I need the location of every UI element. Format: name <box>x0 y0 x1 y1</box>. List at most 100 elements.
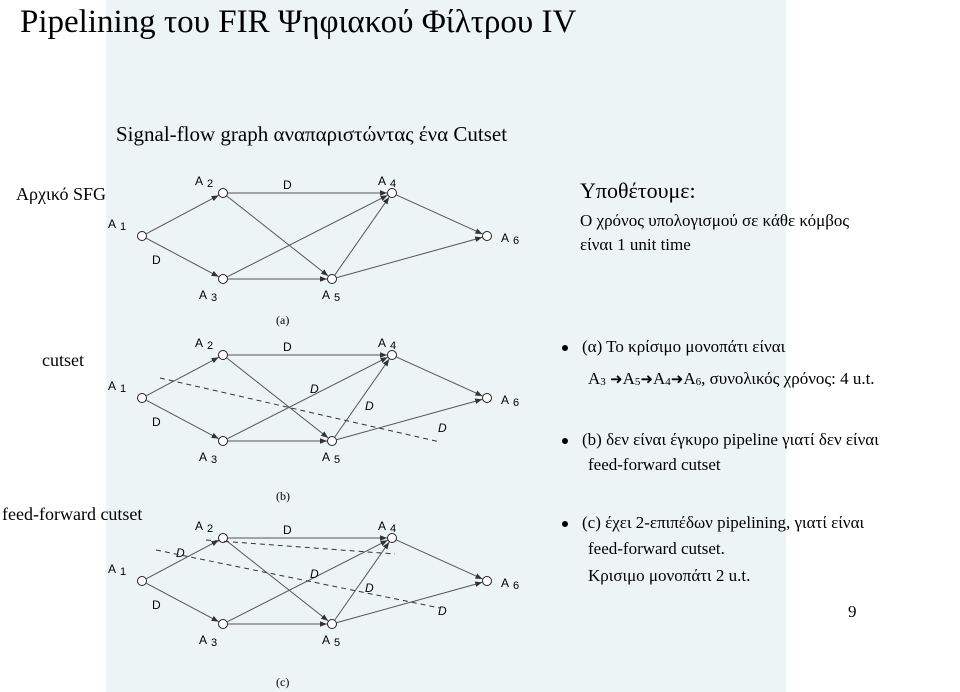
node-label: A <box>195 174 203 188</box>
delay-label: D <box>152 253 161 267</box>
cutset-delay-label: D <box>438 604 447 618</box>
graph-node <box>327 619 337 629</box>
delay-label: D <box>152 598 161 612</box>
critical-path-a: A3 ➜A5➜A4➜A6, συνολικός χρόνος: 4 u.t. <box>588 369 875 389</box>
node-label-sub: 1 <box>120 566 126 578</box>
graph-node <box>482 393 492 403</box>
flow-edge <box>227 194 388 278</box>
cutset-delay-label: D <box>438 421 447 435</box>
bullet-b-line-2: feed-forward cutset <box>588 455 721 474</box>
flow-edge <box>336 236 483 279</box>
node-label: A <box>199 633 207 647</box>
flow-edge <box>396 194 483 235</box>
hypothesis-heading: Υποθέτουμε: <box>580 178 696 203</box>
flow-edge <box>334 541 390 621</box>
bullet-c: (c) έχει 2-επιπέδων pipelining, γιατί εί… <box>562 513 864 533</box>
bullet-b: (b) δεν είναι έγκυρο pipeline γιατί δεν … <box>562 430 879 450</box>
graph-node <box>218 274 228 284</box>
cutset-delay-label: D <box>310 567 319 581</box>
path-node-letter: A <box>683 369 696 388</box>
node-label: A <box>322 450 330 464</box>
node-label: A <box>378 174 386 188</box>
page-number: 9 <box>848 602 857 621</box>
flow-edge <box>146 237 219 278</box>
flow-edge <box>146 399 219 440</box>
hypothesis-line-2: είναι 1 unit time <box>580 235 691 254</box>
graph-node <box>387 188 397 198</box>
flow-edge <box>396 539 483 580</box>
flow-edge <box>227 356 388 440</box>
flow-edge <box>334 358 390 438</box>
node-label-sub: 1 <box>120 383 126 395</box>
node-label: A <box>322 633 330 647</box>
arrow-right-icon: ➜ <box>670 372 684 388</box>
path-node-letter: A <box>652 369 666 388</box>
graph-node <box>137 393 147 403</box>
graph-node <box>218 436 228 446</box>
node-label: A <box>501 393 509 407</box>
delay-label: D <box>283 523 292 537</box>
flow-edge <box>146 356 219 397</box>
flow-edge <box>396 356 483 397</box>
node-label: A <box>378 519 386 533</box>
graph-caption: (c) <box>276 675 289 689</box>
bullet-a-text: (α) Το κρίσιμο μονοπάτι είναι <box>582 337 786 356</box>
graph-node <box>482 576 492 586</box>
slide-subtitle: Signal-flow graph αναπαριστώντας ένα Cut… <box>116 122 508 146</box>
cutset-dashed-line <box>155 549 441 609</box>
node-label: A <box>108 379 116 393</box>
graph-node <box>218 619 228 629</box>
path-total-time: , συνολικός χρόνος: 4 u.t. <box>701 369 875 388</box>
flow-edge <box>226 357 329 439</box>
content-panel <box>106 0 786 692</box>
slide-title: Pipelining του FIR Ψηφιακού Φίλτρου IV <box>20 4 577 40</box>
node-label-sub: 2 <box>207 340 213 352</box>
delay-label: D <box>283 340 292 354</box>
delay-label: D <box>283 178 292 192</box>
cutset-dashed-line <box>205 539 396 555</box>
graph-node <box>387 533 397 543</box>
graph-node <box>218 188 228 198</box>
label-feedforward-cutset: feed-forward cutset <box>2 504 143 524</box>
flow-edge <box>226 195 329 277</box>
bullet-c-text: (c) έχει 2-επιπέδων pipelining, γιατί εί… <box>582 513 865 532</box>
graph-node <box>137 576 147 586</box>
graph-node <box>218 350 228 360</box>
cutset-dashed-line <box>159 377 441 443</box>
arrow-right-icon: ➜ <box>640 372 653 388</box>
node-label-sub: 1 <box>120 221 126 233</box>
bullet-dot <box>562 345 568 352</box>
node-label: A <box>108 217 116 231</box>
cutset-delay-label: D <box>365 399 374 413</box>
node-label-sub: 3 <box>211 292 217 304</box>
flow-edge <box>226 540 329 622</box>
flow-edge <box>146 539 219 580</box>
graph-node <box>327 274 337 284</box>
node-label-sub: 3 <box>211 454 217 466</box>
node-label: A <box>195 519 203 533</box>
label-original-sfg: Αρχικό SFG <box>16 184 107 204</box>
node-label-sub: 3 <box>211 637 217 649</box>
node-label-sub: 2 <box>207 523 213 535</box>
delay-label: D <box>152 415 161 429</box>
path-node-sub: 5 <box>634 376 641 388</box>
bullet-a: (α) Το κρίσιμο μονοπάτι είναι <box>562 337 785 357</box>
graph-node <box>387 350 397 360</box>
node-label-sub: 4 <box>390 523 396 535</box>
graph-node <box>137 231 147 241</box>
label-cutset: cutset <box>42 350 84 370</box>
bullet-dot <box>562 521 568 528</box>
path-node-letter: A <box>588 369 601 388</box>
graph-node <box>327 436 337 446</box>
node-label: A <box>199 288 207 302</box>
bullet-b-text: (b) δεν είναι έγκυρο pipeline γιατί δεν … <box>582 430 879 449</box>
cutset-delay-label: D <box>310 382 319 396</box>
node-label: A <box>108 562 116 576</box>
node-label-sub: 4 <box>390 178 396 190</box>
node-label: A <box>195 336 203 350</box>
path-node-sub: 6 <box>695 376 702 388</box>
graph-node <box>482 231 492 241</box>
node-label: A <box>378 336 386 350</box>
flow-edge <box>336 581 483 624</box>
graph-caption: (b) <box>276 489 290 503</box>
